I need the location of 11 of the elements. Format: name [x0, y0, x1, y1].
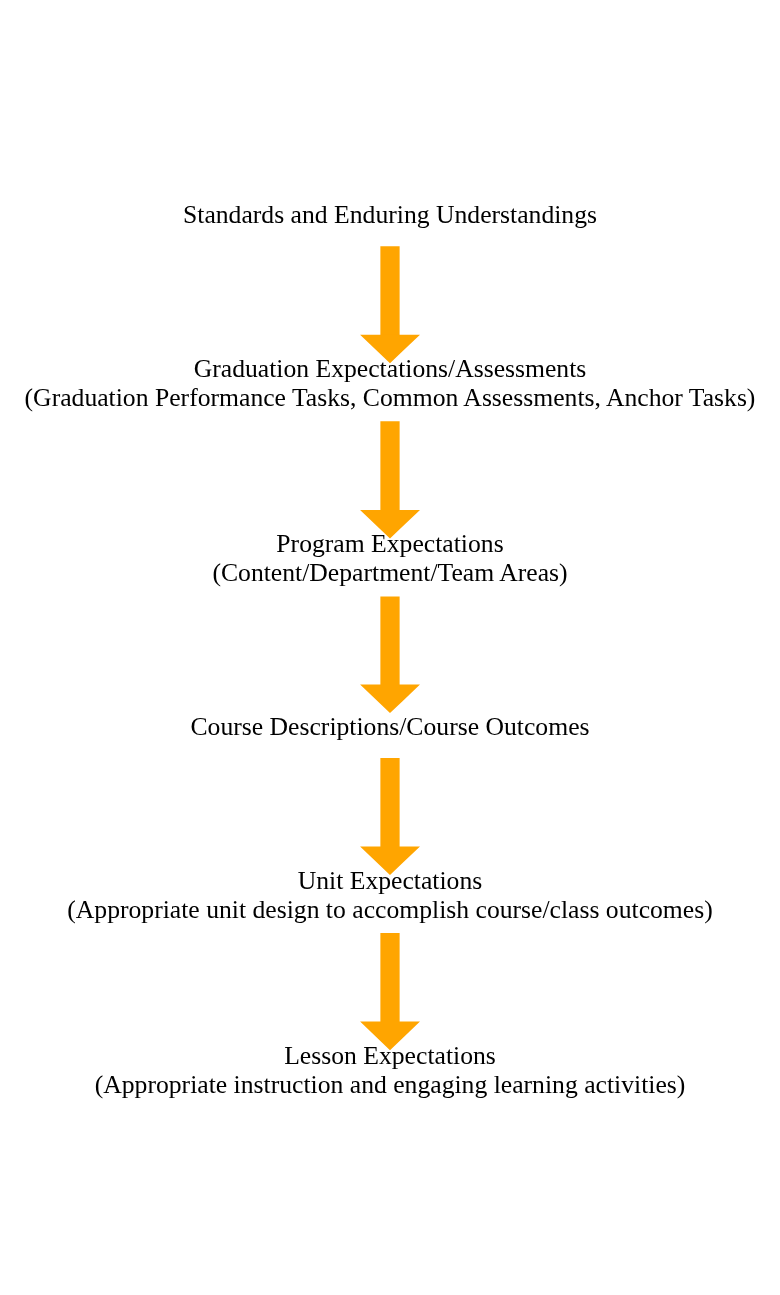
arrow: [360, 757, 420, 875]
arrow: [360, 420, 420, 538]
node-text: Standards and Enduring Understandings: [183, 199, 597, 229]
node-text: Unit Expectations (Appropriate unit design to accomplish course/class outcomes): [67, 865, 713, 924]
node-text: Program Expectations (Content/Department/Team Areas): [212, 528, 568, 587]
arrow: [360, 595, 420, 713]
node-text: Lesson Expectations (Appropriate instruction and engaging learning activities): [94, 1040, 686, 1099]
arrow: [360, 245, 420, 363]
node-text: Course Descriptions/Course Outcomes: [190, 711, 590, 741]
node-text: Graduation Expectations/Assessments (Graduation Performance Tasks, Common Assessments, Anchor Tasks): [24, 353, 756, 412]
arrow: [360, 932, 420, 1050]
